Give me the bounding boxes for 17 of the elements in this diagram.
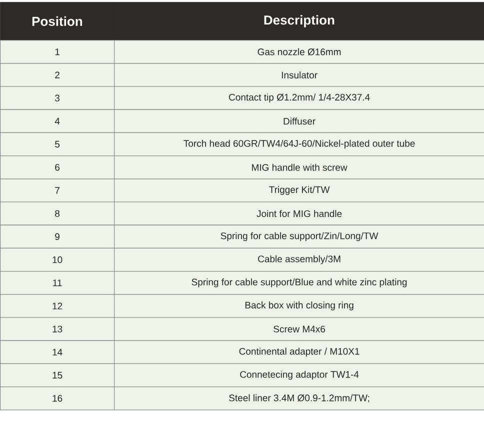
table-cell: 7 [0, 178, 115, 202]
table-cell: 5 [0, 132, 115, 156]
table-cell: 4 [0, 109, 115, 133]
table-cell: 11 [0, 271, 115, 295]
table-cell: 12 [0, 294, 115, 318]
table-cell: 8 [0, 202, 115, 226]
table-cell: 15 [0, 363, 115, 388]
table-cell: 9 [0, 224, 115, 248]
table-cell: 14 [0, 340, 115, 364]
table-cell: 1 [0, 40, 115, 64]
table-cell: 2 [0, 63, 115, 87]
table-cell: 3 [0, 86, 115, 110]
table-cell: 6 [0, 156, 115, 180]
table-cell: 10 [0, 248, 115, 272]
table-cell: 16 [0, 386, 115, 410]
header-cell: Position [0, 2, 114, 40]
table-cell: 13 [0, 317, 115, 341]
